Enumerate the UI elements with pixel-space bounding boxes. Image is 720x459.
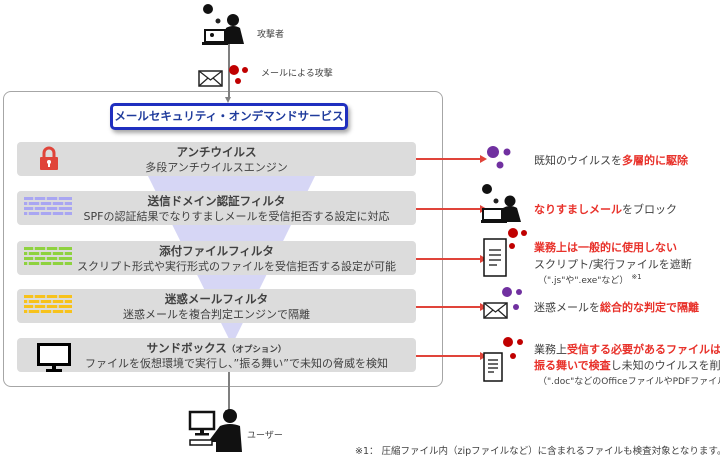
result-text: 業務上 [534,343,567,356]
result-text: をブロック [622,203,677,216]
layer-title-option: （オプション） [226,345,287,355]
virus-cluster-icon [484,140,518,178]
user-figure [188,408,244,456]
envelope-icon [483,302,508,323]
result-antivirus: 既知のウイルスを多層的に駆除 [534,152,688,168]
layer-title: サンドボックス（オプション） [17,340,416,356]
result-text: し未知のウイルスを削除 [610,359,720,372]
result-note: ※1 [631,273,642,281]
hacker-icon [480,182,524,228]
result-highlight: 業務上は一般的に使用しない [534,241,677,254]
result-highlight: 振る舞いで検査 [534,359,611,372]
firewall-icon [24,247,72,273]
layer-sandbox: サンドボックス（オプション） ファイルを仮想環境で実行し、”振る舞い”で未知の脅… [17,338,416,372]
user-label: ユーザー [247,431,283,441]
result-text: 迷惑メールを [534,301,600,314]
flow-line-inbox [228,91,230,99]
flow-arrow-head [225,97,231,103]
layer-desc: スクリプト形式や実行形式のファイルを受信拒否する設定が可能 [77,260,396,273]
layer-spam: 迷惑メールフィルタ 迷惑メールを複合判定エンジンで隔離 [17,289,416,323]
layer-title: 添付ファイルフィルタ [159,244,274,258]
result-highlight: 受信する必要があるファイルは [567,343,720,356]
layer-title: 迷惑メールフィルタ [164,292,269,306]
result-arrow-head [480,155,487,163]
result-domain-auth: なりすましメールをブロック [534,201,677,217]
result-arrow [416,208,482,210]
result-text: スクリプト/実行ファイルを遮断 [534,258,692,271]
flow-line-top [228,44,230,91]
virus-purple-icon [500,285,528,319]
hacker-icon [202,4,244,45]
footnote: ※1： 圧縮ファイル内（zipファイルなど）に含まれるファイルも検査対象となりま… [355,446,720,457]
layer-antivirus: アンチウイルス 多段アンチウイルスエンジン [17,142,416,176]
result-example: （".js"や".exe"など） ※1 [538,273,642,286]
virus-red-icon [500,335,530,367]
layer-desc: SPFの認証結果でなりすましメールを受信拒否する設定に対応 [83,210,390,223]
envelope-icon [198,70,223,91]
layer-domain-auth: 送信ドメイン認証フィルタ SPFの認証結果でなりすましメールを受信拒否する設定に… [17,191,416,225]
result-example-text: （".js"や".exe"など） [538,276,629,286]
monitor-icon [37,343,71,377]
result-sandbox-line2: 振る舞いで検査し未知のウイルスを削除 [534,357,720,373]
layer-title-main: サンドボックス [146,341,227,355]
layer-title: アンチウイルス [176,145,257,159]
firewall-icon [24,295,72,321]
layer-title: 送信ドメイン認証フィルタ [147,194,286,208]
result-arrow [416,158,482,160]
result-arrow [416,258,482,260]
layer-attachment: 添付ファイルフィルタ スクリプト形式や実行形式のファイルを受信拒否する設定が可能 [17,241,416,275]
result-highlight: なりすましメール [534,203,622,216]
lock-icon [39,145,59,175]
layer-desc: 迷惑メールを複合判定エンジンで隔離 [123,308,310,321]
service-title: メールセキュリティ・オンデマンドサービス [110,103,348,130]
layer-desc: 多段アンチウイルスエンジン [145,161,288,174]
flow-line-bottom [228,372,230,412]
document-icon [483,238,507,282]
layer-desc: ファイルを仮想環境で実行し、”振る舞い”で未知の脅威を検知 [85,357,388,370]
attacker-label: 攻撃者 [257,30,285,40]
firewall-icon [24,197,72,223]
result-arrow [416,355,482,357]
virus-red-icon [228,62,252,90]
result-arrow [416,306,482,308]
result-spam: 迷惑メールを総合的な判定で隔離 [534,299,699,315]
result-example: （".doc"などのOfficeファイルやPDFファイルなど） [538,377,720,387]
virus-red-icon [505,226,531,256]
result-highlight: 多層的に駆除 [622,154,688,167]
result-sandbox-line1: 業務上受信する必要があるファイルは [534,341,720,357]
attacker-figure [200,2,250,46]
mail-attack-label: メールによる攻撃 [261,69,333,79]
result-highlight: 総合的な判定で隔離 [600,301,699,314]
document-icon [483,352,503,386]
result-text: 既知のウイルスを [534,154,622,167]
